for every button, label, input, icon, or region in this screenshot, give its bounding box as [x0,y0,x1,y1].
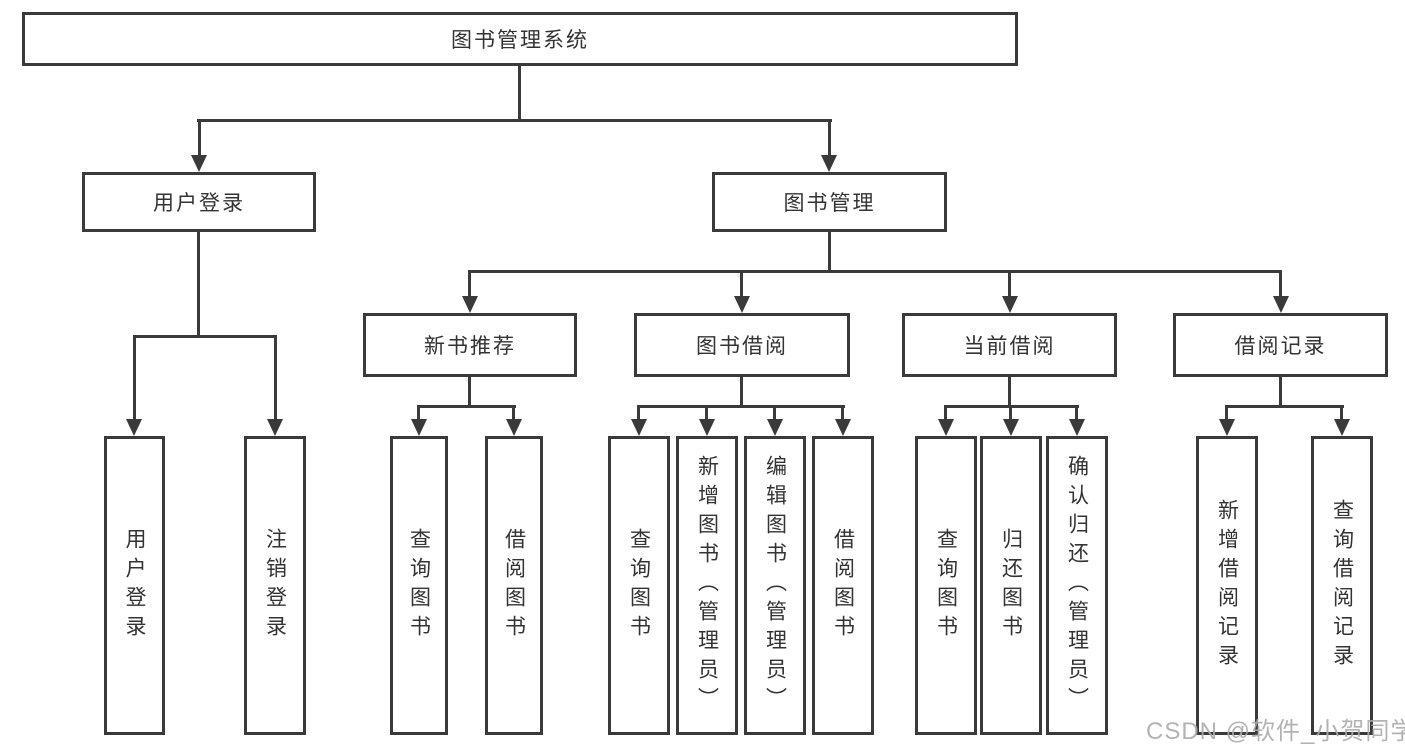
node-leaf-return-books: 归还图书 [980,436,1042,735]
node-label: 图书借阅 [696,335,788,358]
connector-v-line [944,405,947,421]
node-leaf-confirm-return-admin: 确认归还（管理员） [1046,436,1108,735]
connector-v-line [773,405,776,421]
arrowhead-down-icon [835,419,851,436]
connector-v-line [1279,270,1282,298]
connector-v-line [468,377,471,407]
node-label: 查询图书 [407,527,431,644]
connector-v-line [512,405,515,421]
node-label: 用户登录 [153,192,245,215]
connector-h-line [417,405,516,408]
node-label: 查询图书 [627,527,651,644]
node-label: 新增图书（管理员） [695,455,719,716]
connector-v-line [1008,270,1011,298]
node-label: 用户登录 [123,527,146,644]
connector-v-line [828,232,831,273]
arrowhead-down-icon [1069,419,1085,436]
arrowhead-down-icon [1002,296,1018,313]
connector-v-line [133,335,136,421]
node-label: 编辑图书（管理员） [763,455,787,716]
arrowhead-down-icon [631,419,647,436]
arrowhead-down-icon [462,296,478,313]
connector-v-line [1279,377,1282,407]
connector-v-line [740,377,743,407]
watermark-text: CSDN @软件_小贺同学 [1146,718,1405,745]
node-leaf-logout: 注销登录 [244,436,306,735]
arrowhead-down-icon [126,419,142,436]
arrowhead-down-icon [1273,296,1289,313]
node-label: 图书管理 [783,192,876,215]
node-leaf-add-borrow-record: 新增借阅记录 [1196,436,1258,735]
connector-v-line [198,119,201,159]
connector-h-line [1225,405,1344,408]
connector-v-line [417,405,420,421]
node-leaf-query-books-current: 查询图书 [915,436,977,735]
connector-v-line [1008,377,1011,407]
arrowhead-down-icon [699,419,715,436]
connector-h-line [197,119,832,122]
node-leaf-borrow-books-recommend: 借阅图书 [485,436,543,735]
connector-h-line [133,335,277,338]
node-label: 查询图书 [934,527,958,644]
arrowhead-down-icon [938,419,954,436]
node-label: 借阅记录 [1234,335,1327,358]
node-leaf-query-books-recommend: 查询图书 [390,436,448,735]
node-borrowing-records: 借阅记录 [1173,313,1388,377]
arrowhead-down-icon [191,155,207,172]
arrowhead-down-icon [1219,419,1235,436]
node-user-login: 用户登录 [82,172,316,232]
connector-v-line [841,405,844,421]
connector-v-line [1009,405,1012,421]
node-label: 确认归还（管理员） [1065,455,1089,716]
node-label: 当前借阅 [963,335,1056,358]
arrowhead-down-icon [821,155,837,172]
connector-v-line [828,119,831,159]
node-new-book-recommend: 新书推荐 [363,313,577,377]
connector-v-line [1075,405,1078,421]
connector-v-line [637,405,640,421]
node-current-borrowing: 当前借阅 [902,313,1117,377]
arrowhead-down-icon [267,419,283,436]
node-label: 新书推荐 [424,335,516,358]
node-root: 图书管理系统 [22,12,1018,66]
node-leaf-edit-books-admin: 编辑图书（管理员） [744,436,806,735]
node-book-management: 图书管理 [712,172,947,232]
node-label: 注销登录 [263,527,287,644]
connector-h-line [637,405,845,408]
node-label: 归还图书 [999,527,1023,644]
connector-h-line [468,270,1282,273]
node-label: 借阅图书 [831,527,855,644]
connector-v-line [518,66,521,121]
arrowhead-down-icon [411,419,427,436]
node-leaf-user-login: 用户登录 [104,436,165,735]
connector-v-line [274,335,277,421]
arrowhead-down-icon [1003,419,1019,436]
connector-v-line [705,405,708,421]
connector-v-line [197,232,200,338]
arrowhead-down-icon [767,419,783,436]
arrowhead-down-icon [1334,419,1350,436]
connector-v-line [1340,405,1343,421]
node-label: 图书管理系统 [451,29,589,52]
node-label: 查询借阅记录 [1330,498,1354,673]
node-leaf-add-books-admin: 新增图书（管理员） [676,436,738,735]
node-leaf-query-borrow-record: 查询借阅记录 [1311,436,1373,735]
node-label: 借阅图书 [502,527,526,644]
connector-v-line [1225,405,1228,421]
node-leaf-borrow-books-borrowing: 借阅图书 [812,436,874,735]
connector-v-line [740,270,743,298]
arrowhead-down-icon [734,296,750,313]
node-leaf-query-books-borrowing: 查询图书 [608,436,670,735]
connector-v-line [468,270,471,298]
node-book-borrowing: 图书借阅 [634,313,850,377]
arrowhead-down-icon [506,419,522,436]
node-label: 新增借阅记录 [1215,498,1239,673]
